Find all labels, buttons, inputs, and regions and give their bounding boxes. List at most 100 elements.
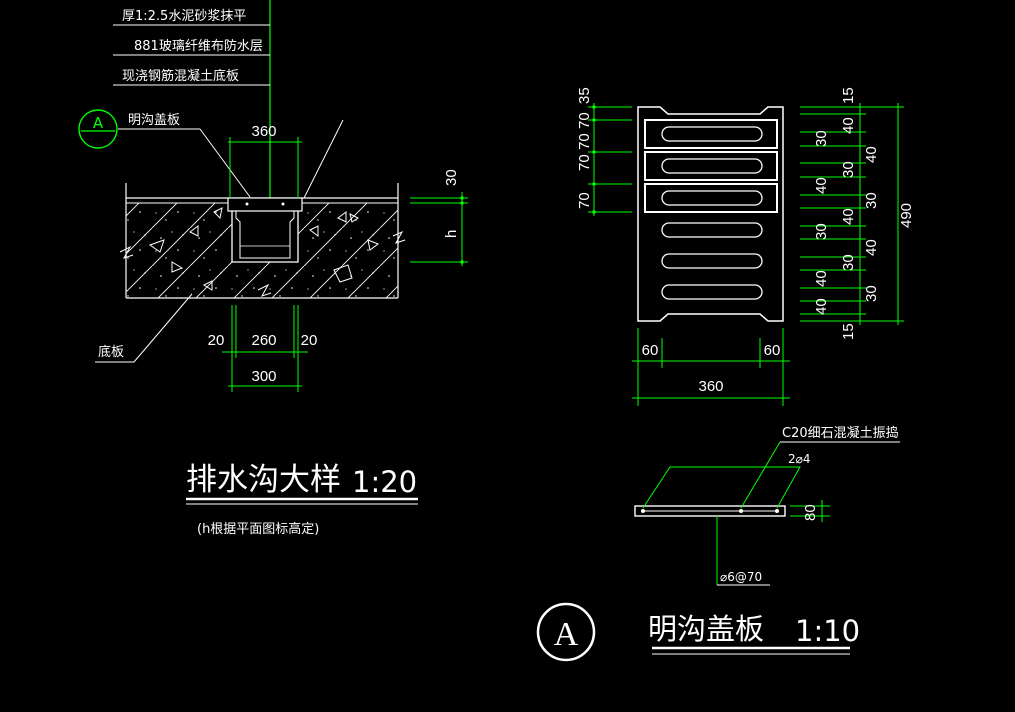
- channel-outer: [231, 203, 299, 263]
- dim-wall-left: 20: [208, 332, 225, 349]
- plan-right-dim: 30: [813, 223, 830, 240]
- detail-title: 排水沟大样: [186, 462, 341, 498]
- cover-plate: [227, 197, 303, 212]
- dim-tick: [592, 105, 596, 109]
- plan-height-total: 490: [898, 203, 915, 228]
- rebar-dot: [775, 509, 779, 513]
- cover-label: 明沟盖板: [128, 113, 180, 128]
- dim-tick: [592, 182, 596, 186]
- ref-letter: A: [93, 114, 104, 132]
- plan-right-dim: 30: [863, 192, 880, 209]
- layer-label-waterproof: 881玻璃纤维布防水层: [134, 38, 263, 54]
- drain-slot: [661, 158, 763, 174]
- aggregate-mark: [148, 239, 165, 253]
- aggregate-mark: [171, 261, 184, 273]
- plan-right-dim: 40: [863, 239, 880, 256]
- detail-scale: 1:20: [352, 465, 417, 499]
- aggregate-mark: [189, 225, 199, 237]
- plan-left-dim: 70: [576, 112, 593, 129]
- concrete-slab-hatch: [126, 203, 398, 298]
- break-symbol: [119, 245, 134, 259]
- plan-right-dim: 40: [813, 298, 830, 315]
- dim-right-ticks: [800, 106, 904, 322]
- section-outline: [634, 505, 786, 517]
- plan-right-dim: 15: [840, 87, 857, 104]
- plan-left-dim: 70: [576, 192, 593, 209]
- aggregate-mark: [333, 264, 353, 283]
- plan-left-dim: 70: [576, 154, 593, 171]
- detail-a-letter: A: [554, 616, 579, 653]
- ref-circle-a: [78, 109, 118, 149]
- plan-right-dim: 30: [813, 130, 830, 147]
- cover-leader: [199, 128, 251, 198]
- plan-right-dim: 40: [813, 177, 830, 194]
- dim-outer-width: 300: [251, 368, 276, 385]
- aggregate-mark: [202, 280, 213, 291]
- drain-slot: [661, 284, 763, 300]
- plan-right-dim: 40: [840, 208, 857, 225]
- rebar-label: 2⌀4: [788, 452, 811, 466]
- base-leader: [133, 293, 193, 363]
- slot-frame: [644, 183, 778, 213]
- dim-depth-h: h: [443, 230, 460, 238]
- drain-slot: [661, 253, 763, 269]
- drain-slot: [661, 222, 763, 238]
- layer-leader-diagonal: [303, 119, 344, 199]
- break-symbol: [257, 283, 272, 297]
- plan-left-dim: 70: [576, 133, 593, 150]
- detail-note: (h根据平面图标高定): [197, 521, 319, 537]
- channel-inner: [235, 211, 295, 259]
- rebar-leader: [642, 466, 801, 509]
- dim-inner-width: 260: [251, 332, 276, 349]
- dim-tick: [460, 260, 464, 264]
- drain-section-detail: 厚1:2.5水泥砂浆抹平 881玻璃纤维布防水层 现浇钢筋混凝土底板 A 明沟盖…: [78, 0, 468, 537]
- dim-tick: [460, 196, 464, 200]
- stirrup-label: ⌀6@70: [720, 570, 762, 584]
- aggregate-mark: [213, 207, 223, 220]
- break-symbol: [392, 230, 406, 244]
- plan-edge-left: 60: [642, 342, 659, 359]
- aggregate-mark: [349, 213, 359, 223]
- plan-right-dim: 30: [840, 254, 857, 271]
- cover-plate-plan: 70 35 70 70 70 15 40 30 40: [576, 87, 915, 406]
- plan-right-dim: 30: [840, 161, 857, 178]
- slot-frame: [644, 119, 778, 149]
- rebar-dot: [245, 202, 249, 206]
- dim-depth-30: 30: [443, 169, 460, 186]
- cover-plate-section: C20细石混凝土振捣 2⌀4 ⌀6@70 80: [634, 425, 900, 586]
- dim-tick: [592, 118, 596, 122]
- detail-a-circle: [536, 602, 596, 662]
- concrete-leader: [740, 441, 781, 509]
- layer-label-mortar: 厚1:2.5水泥砂浆抹平: [122, 9, 246, 24]
- plan-right-dim: 30: [863, 285, 880, 302]
- dim-tick: [592, 210, 596, 214]
- rebar-dot: [281, 202, 285, 206]
- aggregate-mark: [337, 211, 347, 223]
- aggregate-mark: [309, 225, 319, 237]
- base-label: 底板: [98, 344, 124, 360]
- concrete-label: C20细石混凝土振捣: [782, 425, 899, 441]
- plate-outline: [637, 106, 784, 322]
- drain-slot: [661, 190, 763, 206]
- rebar-dot: [641, 509, 645, 513]
- detail-a-title: 明沟盖板: [648, 612, 764, 646]
- layer-label-slab: 现浇钢筋混凝土底板: [122, 68, 239, 84]
- plan-left-dim: 35: [576, 87, 593, 104]
- rebar-dot: [739, 509, 743, 513]
- drain-slot: [661, 126, 763, 142]
- dim-tick: [460, 201, 464, 205]
- plan-right-dim: 40: [813, 270, 830, 287]
- detail-a-scale: 1:10: [795, 614, 860, 648]
- section-thickness: 80: [802, 504, 819, 521]
- detail-a-title-block: A 明沟盖板 1:10: [536, 602, 860, 662]
- plan-right-dim: 40: [863, 146, 880, 163]
- plan-width-total: 360: [698, 378, 723, 395]
- dim-wall-right: 20: [301, 332, 318, 349]
- dim-top-width: 360: [251, 123, 276, 140]
- slot-frame: [644, 151, 778, 181]
- plan-edge-right: 60: [764, 342, 781, 359]
- dim-tick: [592, 150, 596, 154]
- plan-right-dim: 15: [840, 323, 857, 340]
- plan-right-dim: 40: [840, 117, 857, 134]
